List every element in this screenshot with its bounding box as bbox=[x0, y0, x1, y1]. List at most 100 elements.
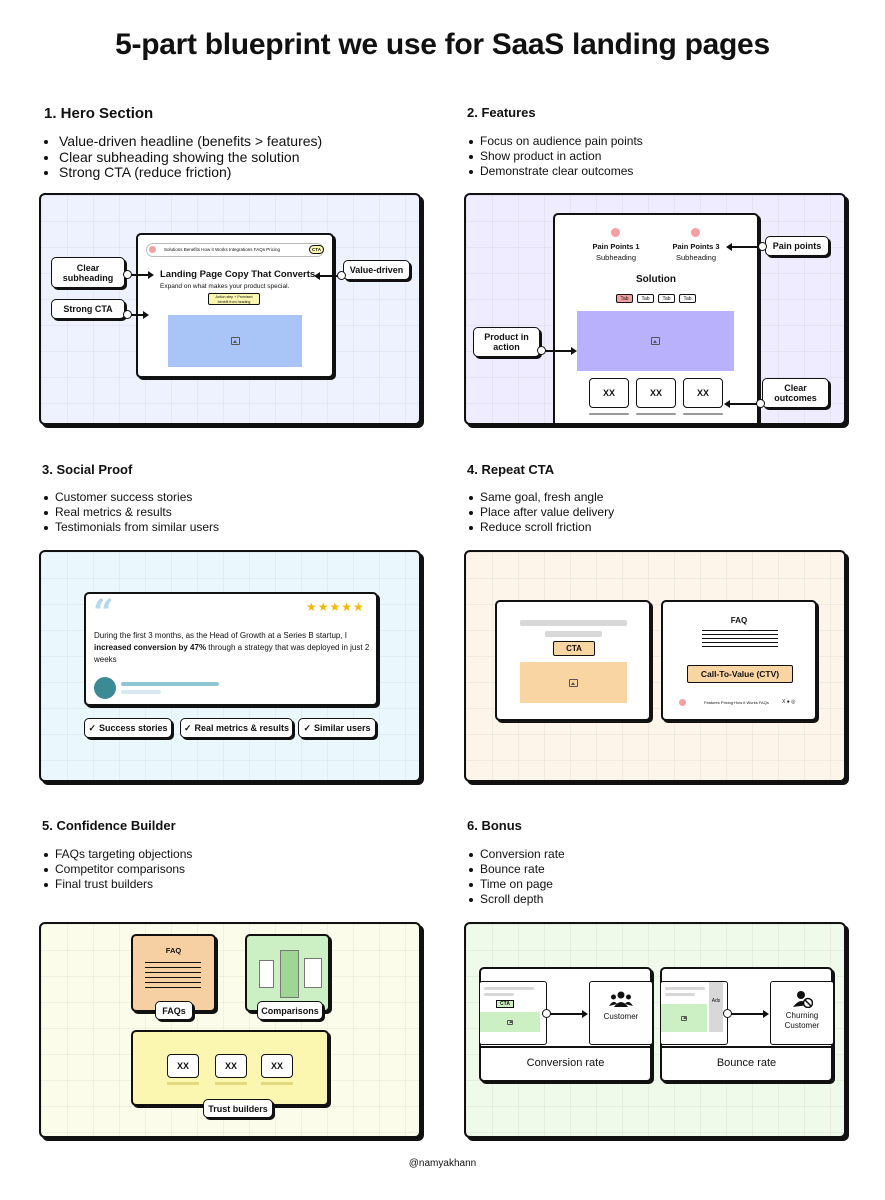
arrow-head bbox=[314, 272, 320, 280]
hero-subheadline: Expand on what makes your product specia… bbox=[160, 283, 290, 290]
connector-line bbox=[320, 275, 338, 277]
faq-line bbox=[145, 967, 201, 968]
arrow-head bbox=[726, 243, 732, 251]
features-mock-page: Pain Points 1 Subheading Pain Points 3 S… bbox=[553, 213, 759, 423]
tab[interactable]: Tab bbox=[658, 294, 675, 303]
quote-highlight: increased conversion by 47% bbox=[94, 643, 207, 652]
testimonial-card: “ ★★★★★ During the first 3 months, as th… bbox=[84, 592, 378, 706]
nav-cta-button[interactable]: CTA bbox=[309, 245, 324, 254]
comparison-column-highlight bbox=[280, 950, 299, 998]
section-title-social-proof: 3. Social Proof bbox=[42, 462, 133, 477]
list-item: Final trust builders bbox=[42, 877, 192, 892]
trust-box: XX bbox=[261, 1054, 293, 1078]
mini-image bbox=[661, 1004, 707, 1032]
section-title-confidence: 5. Confidence Builder bbox=[42, 818, 176, 833]
faq-line bbox=[702, 634, 778, 635]
hero-cta-button[interactable]: Action step + Promised benefit from head… bbox=[208, 293, 260, 305]
cta-bullets: Same goal, fresh angle Place after value… bbox=[467, 490, 614, 535]
users-icon bbox=[609, 991, 633, 1007]
tab[interactable]: Tab bbox=[679, 294, 696, 303]
tab-active[interactable]: Tab bbox=[616, 294, 633, 303]
label-comparisons: Comparisons bbox=[257, 1001, 323, 1020]
section-title-repeat-cta: 4. Repeat CTA bbox=[467, 462, 555, 477]
label-strong-cta: Strong CTA bbox=[51, 299, 125, 319]
pain-point-sub: Subheading bbox=[675, 253, 717, 262]
text-line bbox=[683, 413, 723, 415]
arrow-head bbox=[148, 271, 154, 279]
mini-cta: CTA bbox=[496, 1000, 514, 1008]
user-off-icon bbox=[793, 991, 813, 1008]
trust-card: XX XX XX bbox=[131, 1030, 329, 1106]
conversion-rate-label: Conversion rate bbox=[526, 1057, 605, 1069]
connector-line bbox=[730, 403, 757, 405]
footer-links: Features Pricing How it Works FAQs bbox=[704, 700, 769, 705]
faq-line bbox=[145, 972, 201, 973]
section-title-features: 2. Features bbox=[467, 105, 536, 120]
badge-success-stories: ✓Success stories bbox=[84, 718, 172, 738]
connector-dot bbox=[758, 242, 767, 251]
ctv-mock-page: FAQ Call-To-Value (CTV) Features Pricing… bbox=[661, 600, 817, 721]
label-clear-outcomes: Clear outcomes bbox=[762, 378, 829, 408]
badge-real-metrics: ✓Real metrics & results bbox=[180, 718, 293, 738]
comparison-column bbox=[304, 958, 322, 988]
faq-line bbox=[145, 982, 201, 983]
connector-dot bbox=[756, 399, 765, 408]
label-value-driven: Value-driven bbox=[343, 260, 410, 280]
pain-point-dot bbox=[611, 228, 620, 237]
features-bullets: Focus on audience pain points Show produ… bbox=[467, 134, 643, 179]
social-panel: “ ★★★★★ During the first 3 months, as th… bbox=[39, 550, 421, 782]
bonus-bullets: Conversion rate Bounce rate Time on page… bbox=[467, 847, 565, 907]
list-item: Competitor comparisons bbox=[42, 862, 192, 877]
text-line bbox=[261, 1082, 293, 1085]
outcome-box: XX bbox=[589, 378, 629, 408]
hero-panel: Solutions Benefits How it Works Integrat… bbox=[39, 193, 421, 425]
image-icon bbox=[651, 337, 660, 345]
check-icon: ✓ bbox=[303, 722, 311, 733]
connector-line bbox=[731, 1013, 764, 1015]
pain-point-3: Pain Points 3 bbox=[672, 242, 720, 251]
list-item: Strong CTA (reduce friction) bbox=[42, 164, 322, 181]
pain-point-1: Pain Points 1 bbox=[592, 242, 640, 251]
arrow-head bbox=[582, 1010, 588, 1018]
label-product-in-action: Product in action bbox=[473, 327, 540, 357]
testimonial-text: During the first 3 months, as the Head o… bbox=[94, 630, 370, 666]
text-line bbox=[545, 631, 602, 637]
list-item: Same goal, fresh angle bbox=[467, 490, 614, 505]
conversion-card: CTA Customer Conversion rate bbox=[479, 967, 653, 1082]
cta-button[interactable]: CTA bbox=[553, 641, 595, 656]
arrow-head bbox=[571, 347, 577, 355]
divider bbox=[662, 1046, 831, 1048]
ctv-button[interactable]: Call-To-Value (CTV) bbox=[687, 665, 793, 683]
list-item: Value-driven headline (benefits > featur… bbox=[42, 133, 322, 150]
section-title-bonus: 6. Bonus bbox=[467, 818, 522, 833]
arrow-head bbox=[763, 1010, 769, 1018]
badge-label: Success stories bbox=[99, 723, 168, 733]
tab[interactable]: Tab bbox=[637, 294, 654, 303]
label-trust-builders: Trust builders bbox=[203, 1099, 273, 1118]
section-title-hero: 1. Hero Section bbox=[44, 105, 154, 122]
text-line bbox=[167, 1082, 199, 1085]
faq-line bbox=[145, 977, 201, 978]
badge-similar-users: ✓Similar users bbox=[298, 718, 376, 738]
mini-page: Ads bbox=[660, 981, 728, 1045]
confidence-bullets: FAQs targeting objections Competitor com… bbox=[42, 847, 192, 892]
ads-sidebar: Ads bbox=[709, 982, 723, 1032]
cta-image bbox=[520, 662, 627, 703]
text-line bbox=[665, 987, 705, 990]
faq-line bbox=[145, 962, 201, 963]
connector-line bbox=[131, 314, 143, 316]
list-item: Bounce rate bbox=[467, 862, 565, 877]
quote-icon: “ bbox=[93, 592, 114, 634]
cta-mock-page: CTA bbox=[495, 600, 651, 721]
faq-line bbox=[702, 638, 778, 639]
list-item: Time on page bbox=[467, 877, 565, 892]
connector-line bbox=[131, 274, 150, 276]
list-item: Customer success stories bbox=[42, 490, 219, 505]
social-icons: X ● ◎ bbox=[782, 699, 796, 705]
faq-card-heading: FAQ bbox=[165, 946, 182, 955]
connector-line bbox=[732, 246, 759, 248]
text-line bbox=[215, 1082, 247, 1085]
faq-heading: FAQ bbox=[730, 616, 748, 625]
product-image bbox=[577, 311, 734, 371]
arrow-head bbox=[724, 400, 730, 408]
